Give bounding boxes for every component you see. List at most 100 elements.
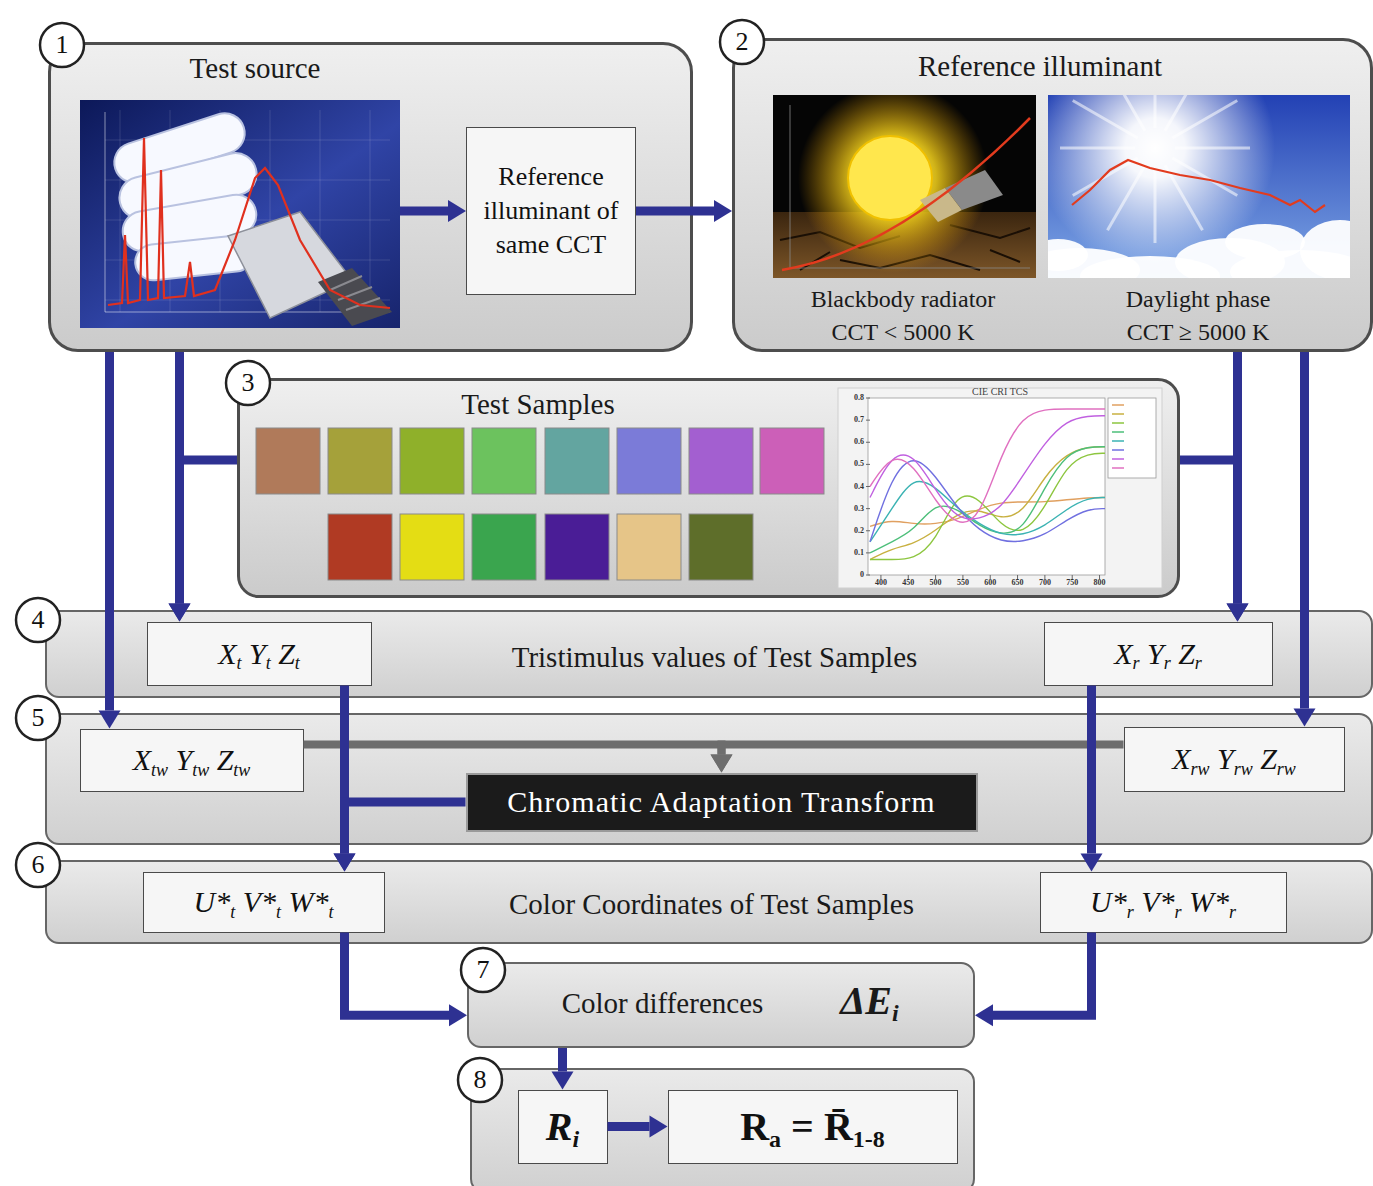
subscript: t <box>295 653 300 673</box>
math-base: Y <box>249 637 266 670</box>
chart-legend-line <box>1112 449 1124 451</box>
sun-ray <box>1073 158 1138 196</box>
sun-ray <box>1154 168 1157 243</box>
cloud <box>1225 224 1305 260</box>
math-base: X <box>133 743 151 776</box>
text-slot: Test source <box>105 50 405 86</box>
axis-tick: 0.4 <box>840 481 864 493</box>
axis-tick: 650 <box>1005 578 1031 588</box>
stage-panel: Test Samples <box>237 378 1180 598</box>
chart-tick <box>866 508 870 509</box>
callout-circle <box>226 361 270 405</box>
math-base: X <box>1114 637 1132 670</box>
subscript: 1-8 <box>853 1126 885 1152</box>
subscript: tw <box>151 760 168 780</box>
subscript: t <box>266 653 271 673</box>
subscript: tw <box>192 760 209 780</box>
label-slot: 0.8 <box>840 392 864 404</box>
math-base: R <box>740 1104 769 1149</box>
color-sample <box>472 428 536 494</box>
math-label: U*t V*t W*t <box>193 884 333 920</box>
axis-tick: 0.7 <box>840 414 864 426</box>
color-sample <box>689 428 753 494</box>
cloud <box>1048 248 1140 278</box>
subscript: rw <box>1190 759 1209 779</box>
math-base: U* <box>193 885 230 918</box>
callout-number: 3 <box>226 361 270 405</box>
callout-number: 1 <box>40 23 84 67</box>
stage-panel: Reference illuminant of same CCT Test sou… <box>48 42 693 352</box>
subscript: i <box>892 1000 899 1026</box>
label-slot: 0.5 <box>840 458 864 470</box>
photo-grid <box>370 110 371 312</box>
photo-grid <box>220 110 221 312</box>
flow-arrow <box>105 352 114 711</box>
axis-tick: 0.8 <box>840 392 864 404</box>
label-slot: 5 <box>16 696 60 740</box>
callout-number: 7 <box>461 948 505 992</box>
lamp-tube <box>115 149 261 224</box>
step-band: Xt Yt ZtXr Yr ZrTristimulus values of Te… <box>45 610 1373 698</box>
axis-tick: 0 <box>840 569 864 581</box>
label-slot: 0.4 <box>840 481 864 493</box>
flow-arrow <box>608 1122 650 1131</box>
callout-number: 5 <box>16 696 60 740</box>
label-slot: 1 <box>40 23 84 67</box>
sun-ray <box>1073 101 1138 139</box>
label-slot: 0.3 <box>840 503 864 515</box>
box-label: Reference illuminant of same CCT <box>478 160 625 261</box>
chart-legend-line <box>1112 413 1124 415</box>
axis-tick: 400 <box>868 578 894 588</box>
subscript: t <box>276 902 281 922</box>
callout-circle <box>16 696 60 740</box>
lamp-tube <box>109 108 250 188</box>
axis-tick: 500 <box>923 578 949 588</box>
photo-axes <box>105 112 390 312</box>
label-slot: 400 <box>868 578 894 588</box>
callout-number: 8 <box>458 1058 502 1102</box>
reflectance-curve <box>870 481 1105 541</box>
flow-arrow <box>1087 686 1096 854</box>
color-sample <box>256 428 320 494</box>
math-base: Z <box>278 637 295 670</box>
reflectance-curve <box>870 498 1105 527</box>
color-sample <box>328 428 392 494</box>
subscript: t <box>230 902 235 922</box>
flow-arrow <box>180 460 238 604</box>
sun-ray <box>1165 165 1203 230</box>
label-slot: 0.7 <box>840 414 864 426</box>
label-slot: 750 <box>1059 578 1085 588</box>
label-slot: 4 <box>16 598 60 642</box>
reflectance-curve <box>870 409 1105 522</box>
reflectance-curve <box>870 447 1105 560</box>
math-base: Y <box>1217 742 1234 775</box>
math-label: Xt Yt Zt <box>218 636 300 672</box>
lamp-tube <box>133 234 254 282</box>
color-sample <box>689 514 753 580</box>
flow-arrow <box>345 933 450 1016</box>
label-slot: 0 <box>840 569 864 581</box>
sun <box>1048 95 1275 268</box>
sun-ray <box>1060 147 1135 150</box>
label-slot: 650 <box>1005 578 1031 588</box>
panel-title: Test Samples <box>388 386 688 422</box>
value-box: Ri <box>518 1090 608 1164</box>
axis-tick: 550 <box>950 578 976 588</box>
chart-bg <box>838 388 1162 588</box>
step-band: Color differencesΔEi <box>467 962 975 1048</box>
value-box: U*t V*t W*t <box>143 872 385 933</box>
panel-title: Test source <box>105 50 405 86</box>
chart-legend-line <box>1112 458 1124 460</box>
math-label: Xtw Ytw Ztw <box>133 742 251 778</box>
flow-arrow <box>1233 352 1242 604</box>
label-slot: 2 <box>720 20 764 64</box>
sky-photo <box>1048 95 1350 278</box>
math-base: X <box>1172 742 1190 775</box>
flow-arrow <box>400 207 448 216</box>
math-label: Xr Yr Zr <box>1114 636 1202 672</box>
label-slot: 7 <box>461 948 505 992</box>
math-label: Xrw Yrw Zrw <box>1172 741 1296 777</box>
chart-tick <box>866 552 870 553</box>
text-slot: Test Samples <box>388 386 688 422</box>
panel-title: Color differences <box>523 985 803 1021</box>
